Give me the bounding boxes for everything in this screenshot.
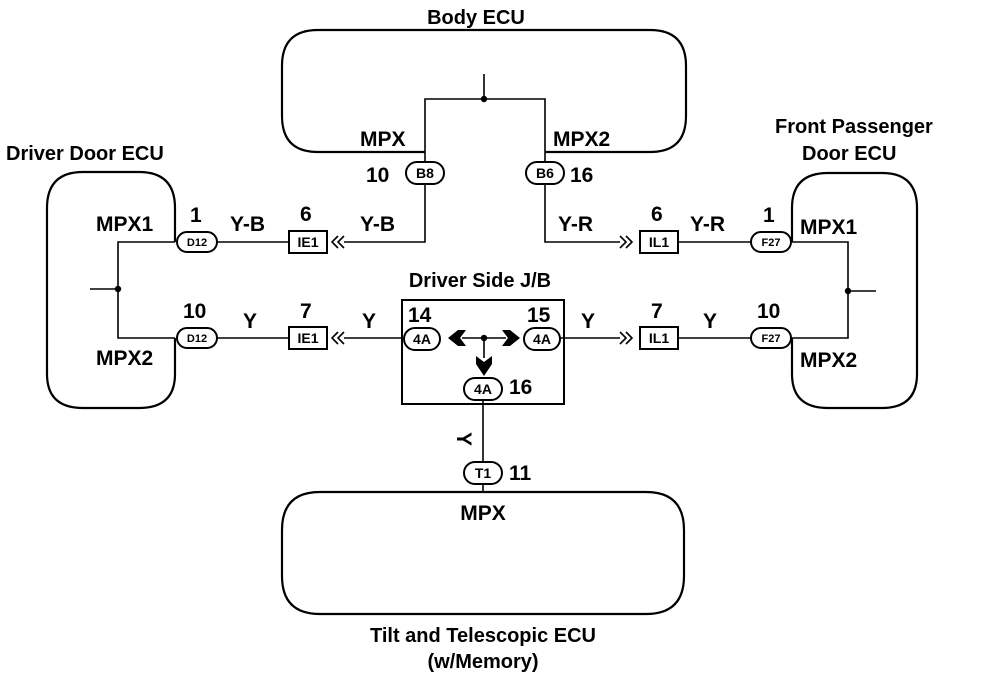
connector-ie1-bottom: IE1 7 Y Y xyxy=(217,300,404,350)
wire-label-d12-ie1-lower: Y xyxy=(243,310,257,333)
connector-il1-top-pin: 6 xyxy=(651,203,663,226)
driver-door-mpx1-label: MPX1 xyxy=(96,213,154,236)
connector-f27-top: F27 1 xyxy=(750,204,792,253)
wire-label-ie1-jb: Y xyxy=(362,310,376,333)
junction-block-title: Driver Side J/B xyxy=(409,270,551,292)
connector-d12-bottom: D12 10 xyxy=(176,300,218,349)
wire-label-d12-ie1: Y-B xyxy=(230,213,265,236)
connector-il1-top-code: IL1 xyxy=(649,234,669,250)
connector-4a-pin14-code: 4A xyxy=(413,331,431,347)
jb-to-t1-wire: Y xyxy=(452,400,484,462)
body-ecu-mpx2-label: MPX2 xyxy=(553,128,610,151)
connector-b8: B8 10 xyxy=(366,152,445,187)
connector-4a-pin15-pin: 15 xyxy=(527,304,551,327)
connector-ie1-bottom-code: IE1 xyxy=(297,330,318,346)
wire-label-il1-f27-lower: Y xyxy=(703,310,717,333)
connector-f27-bottom-pin: 10 xyxy=(757,300,780,323)
connector-d12-top-pin: 1 xyxy=(190,204,202,227)
wire-label-jb-t1: Y xyxy=(452,432,475,446)
connector-4a-pin16-pin: 16 xyxy=(509,376,532,399)
connector-t1-code: T1 xyxy=(475,465,492,481)
connector-b6-pin: 16 xyxy=(570,164,593,187)
connector-il1-bottom: IL1 7 Y Y xyxy=(560,300,751,350)
connector-ie1-top: IE1 6 Y-B Y-B xyxy=(217,184,426,254)
driver-door-mpx2-label: MPX2 xyxy=(96,347,153,370)
tilt-ecu-title-line2: (w/Memory) xyxy=(427,651,538,673)
connector-b8-pin: 10 xyxy=(366,164,389,187)
connector-f27-top-pin: 1 xyxy=(763,204,775,227)
front-passenger-title-line2: Door ECU xyxy=(802,143,896,165)
driver-door-ecu: Driver Door ECU MPX1 MPX2 xyxy=(6,143,177,410)
tilt-ecu-mpx-label: MPX xyxy=(460,502,506,525)
connector-f27-bottom-code: F27 xyxy=(762,333,781,345)
wire-label-ie1-b8: Y-B xyxy=(360,213,395,236)
tilt-telescopic-ecu: MPX Tilt and Telescopic ECU (w/Memory) xyxy=(280,484,686,673)
connector-il1-bottom-code: IL1 xyxy=(649,330,669,346)
wire-label-jb-il1: Y xyxy=(581,310,595,333)
connector-4a-pin16: 4A 16 xyxy=(463,376,532,401)
front-passenger-mpx1-label: MPX1 xyxy=(800,216,858,239)
front-passenger-door-ecu: Front Passenger Door ECU MPX1 MPX2 xyxy=(775,116,933,410)
connector-b6: B6 16 xyxy=(525,152,593,187)
front-passenger-title-line1: Front Passenger xyxy=(775,116,933,138)
connector-d12-bottom-code: D12 xyxy=(187,333,207,345)
connector-ie1-top-pin: 6 xyxy=(300,203,312,226)
body-ecu-title: Body ECU xyxy=(427,7,525,29)
connector-f27-bottom: F27 10 xyxy=(750,300,792,349)
driver-side-junction-block: Driver Side J/B xyxy=(401,270,565,405)
connector-4a-pin15: 4A 15 xyxy=(523,304,561,351)
connector-t1: T1 11 xyxy=(463,461,532,485)
connector-d12-bottom-pin: 10 xyxy=(183,300,206,323)
body-ecu-mpx-label: MPX xyxy=(360,128,406,151)
connector-b6-code: B6 xyxy=(536,165,554,181)
connector-4a-pin14-pin: 14 xyxy=(408,304,432,327)
wire-label-b6-il1: Y-R xyxy=(558,213,593,236)
connector-t1-pin: 11 xyxy=(509,462,532,485)
connector-4a-pin15-code: 4A xyxy=(533,331,551,347)
connector-b8-code: B8 xyxy=(416,165,434,181)
wire-label-il1-f27: Y-R xyxy=(690,213,725,236)
connector-d12-top: D12 1 xyxy=(176,204,218,253)
front-passenger-mpx2-label: MPX2 xyxy=(800,349,857,372)
connector-f27-top-code: F27 xyxy=(762,237,781,249)
connector-il1-top: IL1 6 Y-R Y-R xyxy=(544,184,751,254)
driver-door-ecu-title: Driver Door ECU xyxy=(6,143,164,165)
tilt-ecu-title-line1: Tilt and Telescopic ECU xyxy=(370,625,596,647)
connector-4a-pin14: 4A 14 xyxy=(403,304,441,351)
connector-d12-top-code: D12 xyxy=(187,237,207,249)
connector-il1-bottom-pin: 7 xyxy=(651,300,663,323)
connector-ie1-top-code: IE1 xyxy=(297,234,318,250)
body-ecu: Body ECU MPX MPX2 xyxy=(280,7,688,154)
connector-ie1-bottom-pin: 7 xyxy=(300,300,312,323)
connector-4a-pin16-code: 4A xyxy=(474,381,492,397)
